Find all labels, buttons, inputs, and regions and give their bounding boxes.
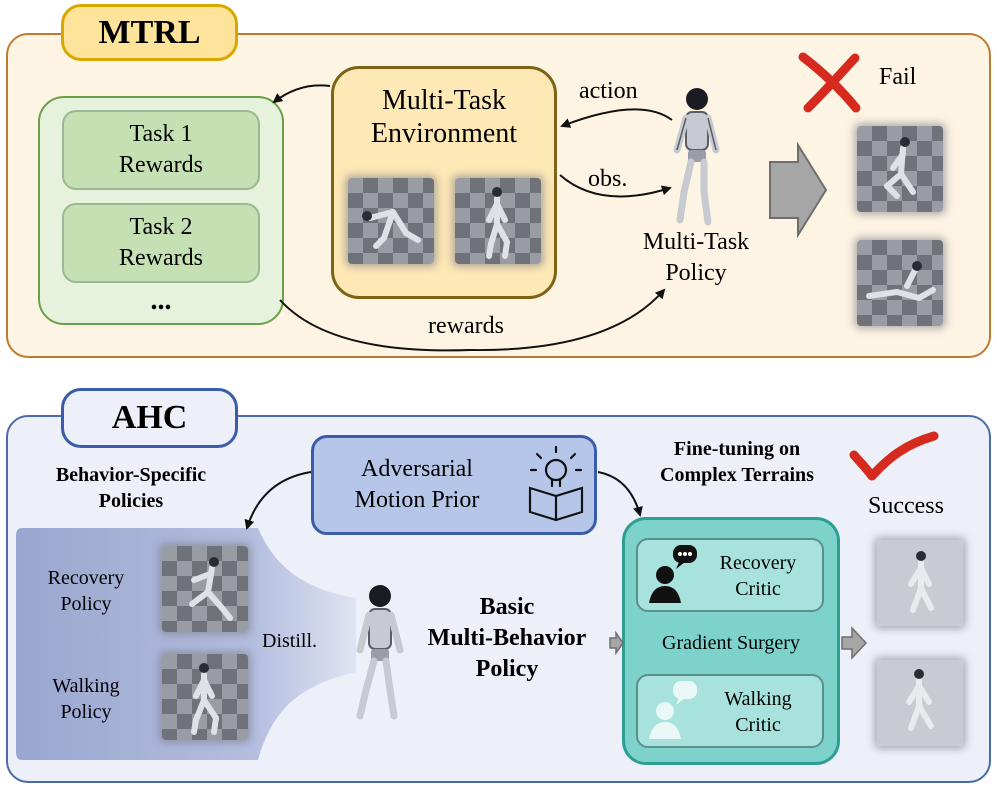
rewards-label: rewards: [428, 313, 504, 339]
success-scene-2: [877, 660, 963, 746]
behavior-specific-title: Behavior-Specific Policies: [22, 460, 240, 516]
policy-label-line2: Policy: [665, 260, 727, 286]
environment-label-line1: Multi-Task: [381, 85, 507, 116]
task2-rewards-line1: Task 2: [129, 214, 193, 240]
more-tasks-ellipsis: ...: [150, 284, 172, 316]
walking-robot-figure: [486, 187, 510, 259]
environment-label-line2: Environment: [370, 118, 518, 149]
success-label: Success: [868, 493, 944, 519]
task1-rewards-box: Task 1 Rewards: [62, 110, 260, 190]
fail-right-arrow-icon: [769, 141, 828, 239]
success-right-arrow-icon: [841, 626, 868, 660]
obs-label: obs.: [588, 166, 628, 192]
recovery-policy-line1: Recovery: [47, 567, 125, 589]
environment-label: Multi-Task Environment: [331, 82, 557, 152]
success-robot-walking: [906, 669, 934, 731]
walking-critic-line2: Critic: [735, 714, 781, 736]
multi-task-policy-label: Multi-Task Policy: [608, 226, 784, 290]
gradient-surgery-label: Gradient Surgery: [662, 632, 800, 654]
fail-robot-kneeling: [884, 137, 916, 199]
fail-scene-1: [857, 126, 943, 212]
recovery-critic-line1: Recovery: [719, 552, 797, 574]
fail-robot-lying: [866, 261, 936, 301]
walking-policy-line1: Walking: [52, 675, 120, 697]
ahc-title-badge: AHC: [61, 388, 238, 448]
finetune-line1: Fine-tuning on: [673, 438, 801, 460]
fail-label: Fail: [879, 64, 917, 90]
finetune-line2: Complex Terrains: [660, 464, 814, 486]
task2-rewards-line2: Rewards: [119, 245, 203, 271]
rewards-to-policy-arrow: [279, 288, 666, 352]
basic-policy-line2: Multi-Behavior: [427, 624, 587, 651]
amp-label-line1: Adversarial: [361, 456, 473, 482]
amp-to-behavior-arrow: [244, 471, 312, 530]
walking-policy-label: Walking Policy: [22, 670, 150, 728]
fail-scene-2: [857, 240, 943, 326]
basic-to-critic-arrow-icon: [609, 630, 624, 656]
success-robot-standing: [908, 551, 934, 613]
walking-critic-line1: Walking: [724, 688, 792, 710]
walking-policy-robot-figure: [191, 663, 219, 735]
mtrl-title: MTRL: [98, 14, 201, 51]
amp-to-finetune-arrow: [597, 471, 643, 517]
task1-rewards-line2: Rewards: [119, 152, 203, 178]
recovery-robot-figure: [189, 557, 233, 621]
behavior-specific-line1: Behavior-Specific: [55, 464, 207, 486]
success-scene-1: [877, 540, 963, 626]
task1-rewards-line1: Task 1: [129, 121, 193, 147]
obs-arrow: [559, 174, 672, 198]
env-to-rewards-arrow: [272, 84, 331, 104]
recovery-policy-scene: [162, 546, 248, 632]
recovery-critic-label: Recovery Critic: [696, 546, 820, 606]
recovery-policy-label: Recovery Policy: [22, 562, 150, 620]
mtrl-title-badge: MTRL: [61, 4, 238, 61]
walking-critic-label: Walking Critic: [696, 682, 820, 742]
basic-policy-line3: Policy: [475, 655, 539, 682]
action-label: action: [579, 78, 638, 104]
fallen-robot-figure: [362, 209, 421, 249]
walking-policy-scene: [162, 654, 248, 740]
recovery-policy-line2: Policy: [60, 593, 112, 615]
environment-scene-fallen: [348, 178, 434, 264]
task2-rewards-box: Task 2 Rewards: [62, 203, 260, 283]
walking-policy-line2: Policy: [60, 701, 112, 723]
amp-label: Adversarial Motion Prior: [322, 448, 512, 522]
basic-policy-label: Basic Multi-Behavior Policy: [400, 588, 614, 688]
basic-policy-line1: Basic: [479, 593, 535, 620]
environment-scene-walking: [455, 178, 541, 264]
action-arrow: [560, 108, 673, 128]
policy-label-line1: Multi-Task: [642, 229, 750, 255]
recovery-critic-line2: Critic: [735, 578, 781, 600]
amp-label-line2: Motion Prior: [354, 487, 480, 513]
behavior-specific-line2: Policies: [98, 490, 164, 512]
ahc-title: AHC: [111, 399, 188, 436]
distill-label: Distill.: [262, 630, 318, 652]
finetune-title: Fine-tuning on Complex Terrains: [622, 432, 852, 492]
